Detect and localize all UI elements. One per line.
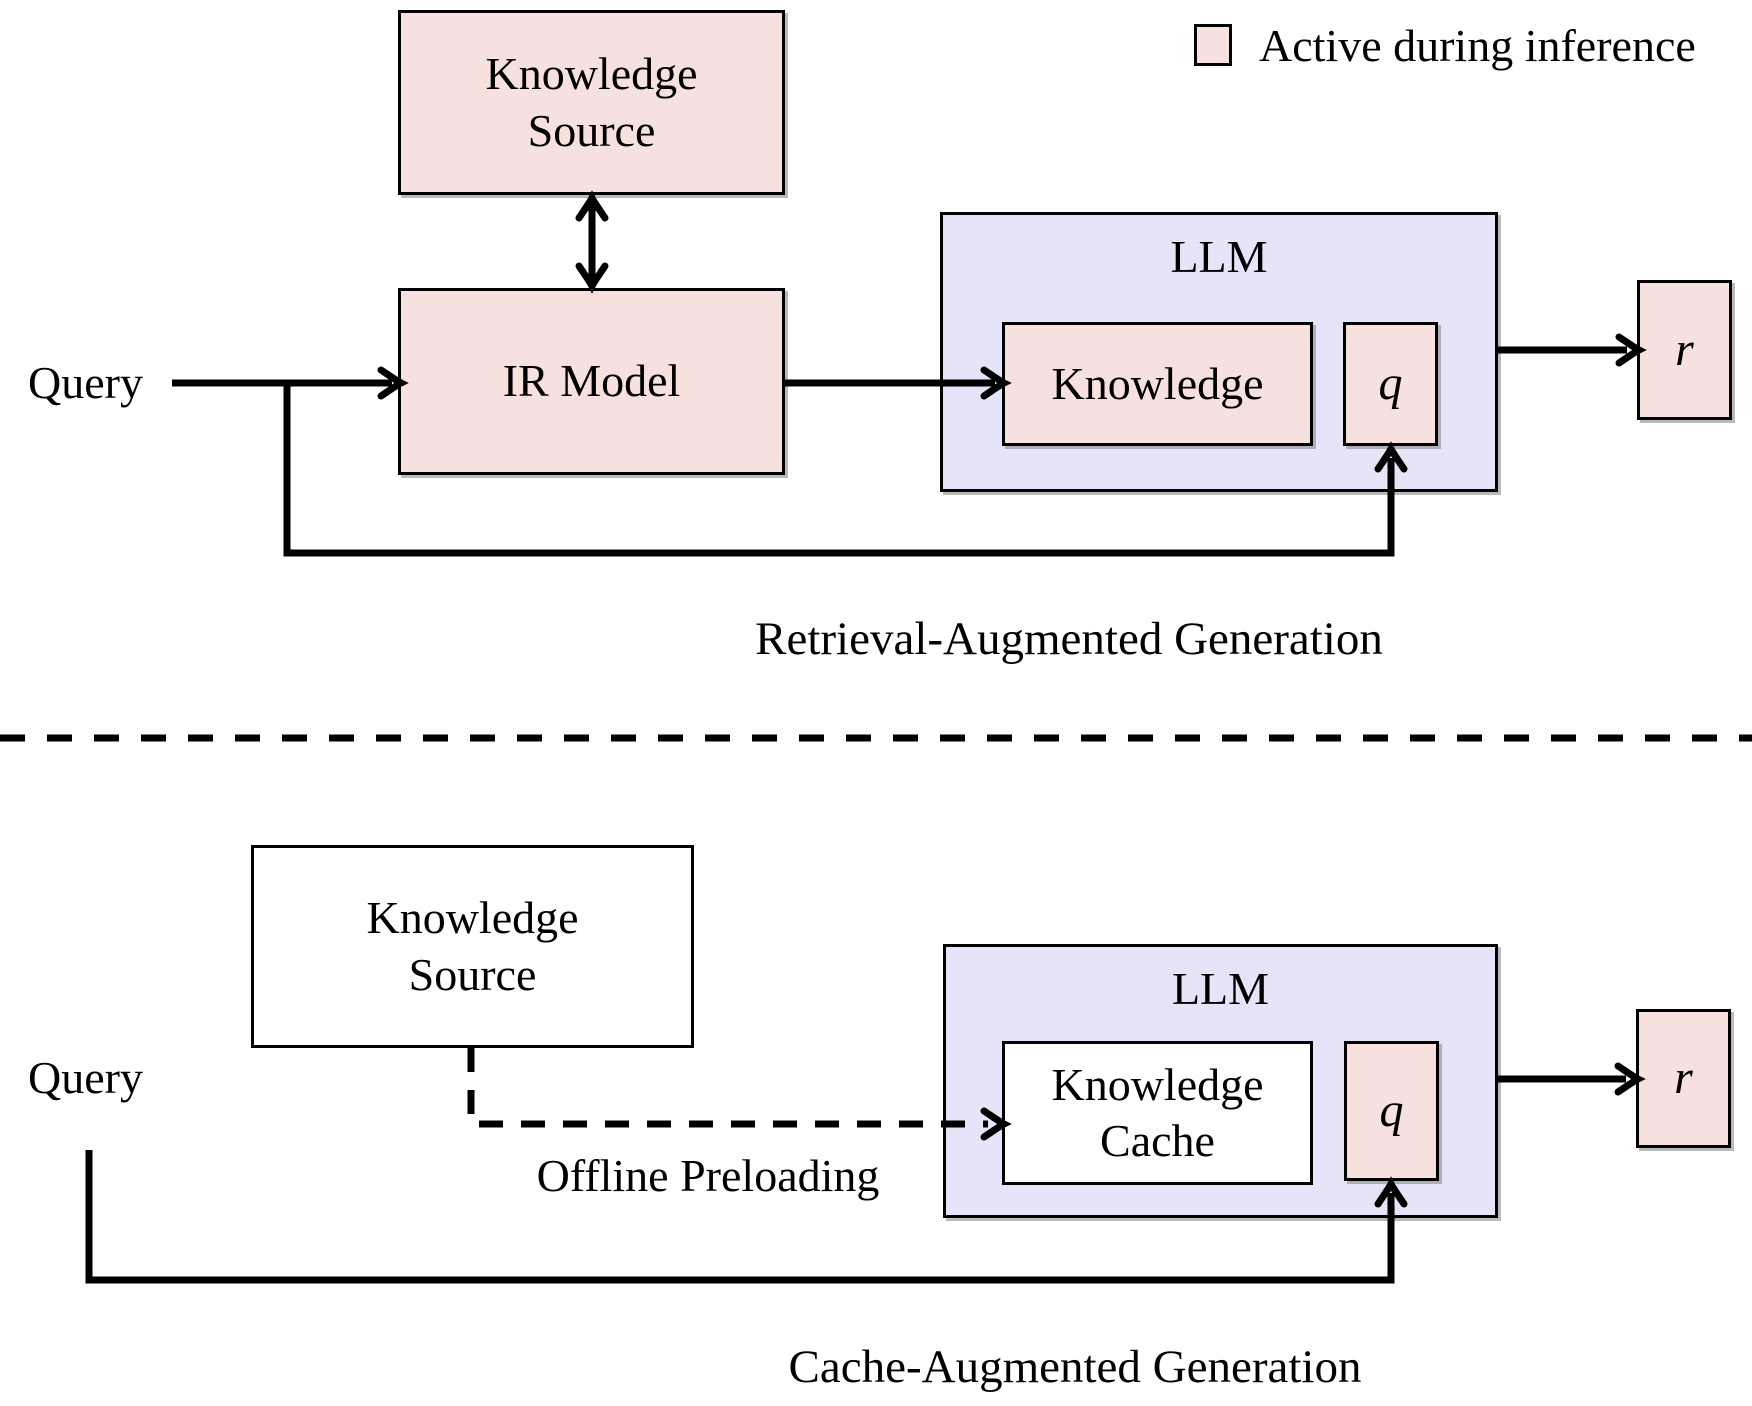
knowledge-source-cag-label-line1: Knowledge: [366, 892, 579, 944]
legend-label: Active during inference: [1259, 20, 1696, 71]
offline-preloading-dashed-line: [467, 1048, 988, 1128]
llm-label-cag: LLM: [1171, 963, 1270, 1014]
arrow-llm-to-response-rag-head-icon: [1615, 333, 1647, 367]
knowledge-source-box-rag: Knowledge Source: [398, 10, 785, 195]
ir-model-label: IR Model: [502, 355, 681, 407]
knowledge-cache-label-line2: Cache: [1100, 1115, 1215, 1166]
query-label-rag: Query: [28, 357, 143, 408]
response-label-cag: r: [1674, 1051, 1693, 1105]
arrow-llm-to-response-cag-head-icon: [1614, 1062, 1646, 1096]
legend-swatch-active-icon: [1194, 24, 1232, 66]
offline-preloading-label: Offline Preloading: [536, 1150, 880, 1201]
knowledge-box: Knowledge: [1002, 322, 1313, 446]
knowledge-source-label-line2: Source: [527, 104, 656, 156]
response-label-rag: r: [1675, 322, 1694, 376]
knowledge-cache-box: Knowledge Cache: [1002, 1041, 1313, 1185]
query-token-box-rag: q: [1343, 322, 1438, 446]
knowledge-source-label-line1: Knowledge: [485, 48, 698, 100]
knowledge-label: Knowledge: [1051, 357, 1264, 409]
knowledge-source-cag-label-line2: Source: [408, 948, 537, 1000]
arrow-ks-ir-up-head-icon: [575, 190, 609, 222]
query-label-cag: Query: [28, 1052, 143, 1103]
llm-label-rag: LLM: [1170, 231, 1268, 282]
knowledge-source-box-cag: Knowledge Source: [251, 845, 694, 1048]
query-token-label-cag: q: [1379, 1083, 1404, 1137]
arrow-ks-ir-down-head-icon: [575, 262, 609, 294]
query-token-label-rag: q: [1378, 356, 1403, 410]
knowledge-cache-label-line1: Knowledge: [1051, 1058, 1264, 1110]
response-box-cag: r: [1636, 1009, 1731, 1148]
ir-model-box: IR Model: [398, 288, 785, 475]
response-box-rag: r: [1637, 280, 1732, 420]
cag-caption: Cache-Augmented Generation: [788, 1341, 1362, 1393]
query-token-box-cag: q: [1344, 1041, 1439, 1181]
rag-caption: Retrieval-Augmented Generation: [755, 613, 1383, 665]
